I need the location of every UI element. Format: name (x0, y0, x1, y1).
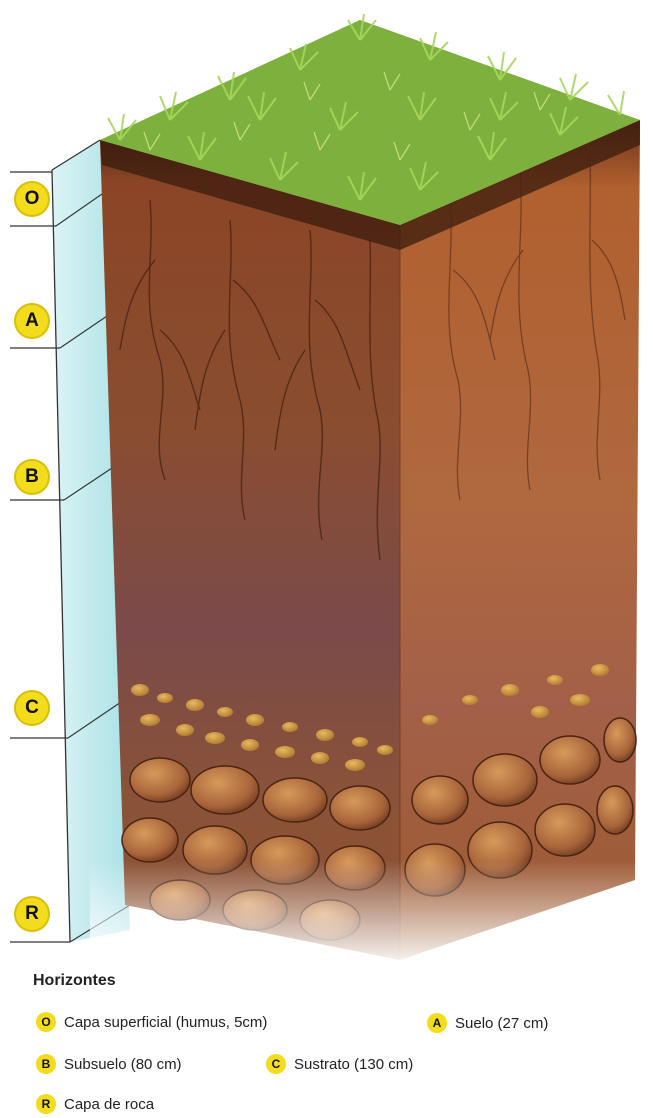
legend-item-o: O Capa superficial (humus, 5cm) (36, 1012, 267, 1032)
legend-text-o: Capa superficial (humus, 5cm) (64, 1014, 267, 1031)
legend-item-r: R Capa de roca (36, 1094, 154, 1114)
legend-badge-b: B (36, 1054, 56, 1074)
horizon-badge-b: B (14, 459, 50, 495)
legend-item-c: C Sustrato (130 cm) (266, 1054, 413, 1074)
legend-text-r: Capa de roca (64, 1096, 154, 1113)
legend-item-b: B Subsuelo (80 cm) (36, 1054, 182, 1074)
legend-badge-r: R (36, 1094, 56, 1114)
legend-text-b: Subsuelo (80 cm) (64, 1056, 182, 1073)
horizon-badge-o: O (14, 181, 50, 217)
soil-block (90, 120, 650, 970)
legend-title: Horizontes (33, 972, 116, 990)
legend-text-a: Suelo (27 cm) (455, 1015, 548, 1032)
legend-item-a: A Suelo (27 cm) (427, 1013, 548, 1033)
horizon-badge-c: C (14, 690, 50, 726)
legend-text-c: Sustrato (130 cm) (294, 1056, 413, 1073)
legend-badge-c: C (266, 1054, 286, 1074)
horizon-badge-r: R (14, 896, 50, 932)
horizon-badge-a: A (14, 303, 50, 339)
legend-badge-o: O (36, 1012, 56, 1032)
legend-badge-a: A (427, 1013, 447, 1033)
